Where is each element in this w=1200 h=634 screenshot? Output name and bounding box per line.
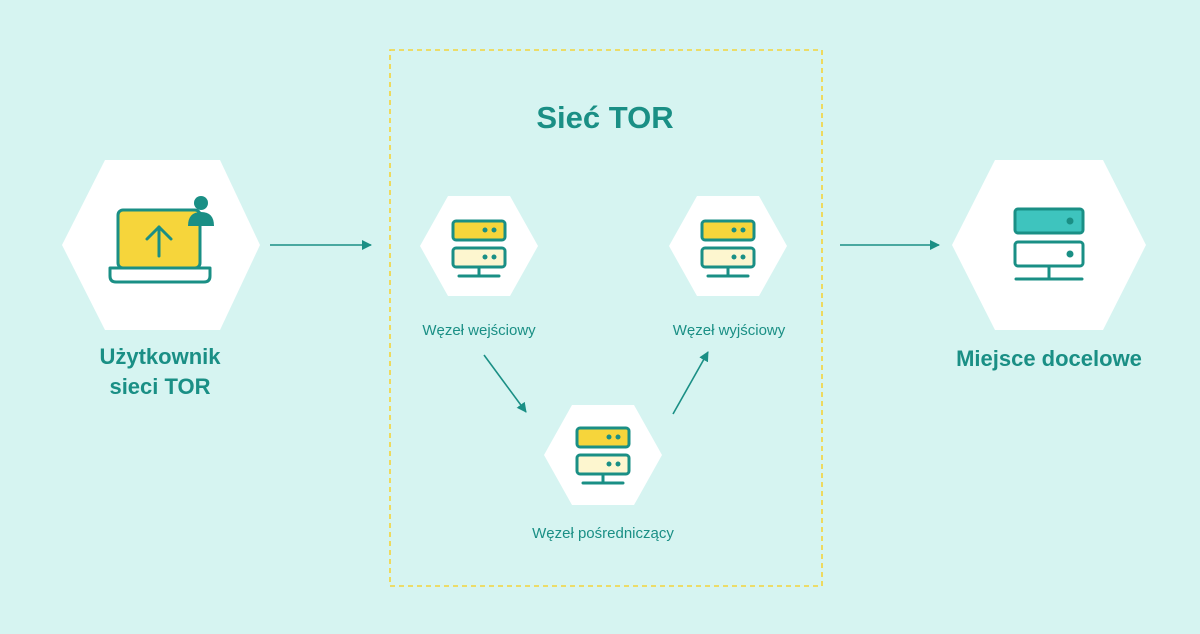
entry-node-label: Węzeł wejściowy [422,322,536,339]
entry-node-hexagon [420,196,538,296]
destination-label: Miejsce docelowe [956,346,1142,371]
user-label-line2: sieci TOR [109,374,211,399]
entry-server-icon [451,219,507,278]
exit-node-hexagon [669,196,787,296]
middle-node-label: Węzeł pośredniczący [532,525,674,542]
network-title: Sieć TOR [536,100,674,135]
tor-network-boundary [389,49,823,587]
middle-server-icon [575,426,631,485]
arrow-entry-to-middle [483,354,527,413]
user-label-line1: Użytkownik [99,344,221,369]
exit-server-icon [700,219,756,278]
person-icon [188,196,214,226]
arrow-middle-to-exit [672,351,709,415]
destination-server-icon [1013,207,1085,281]
exit-node-label: Węzeł wyjściowy [672,322,786,339]
laptop-upload-icon [108,208,212,284]
